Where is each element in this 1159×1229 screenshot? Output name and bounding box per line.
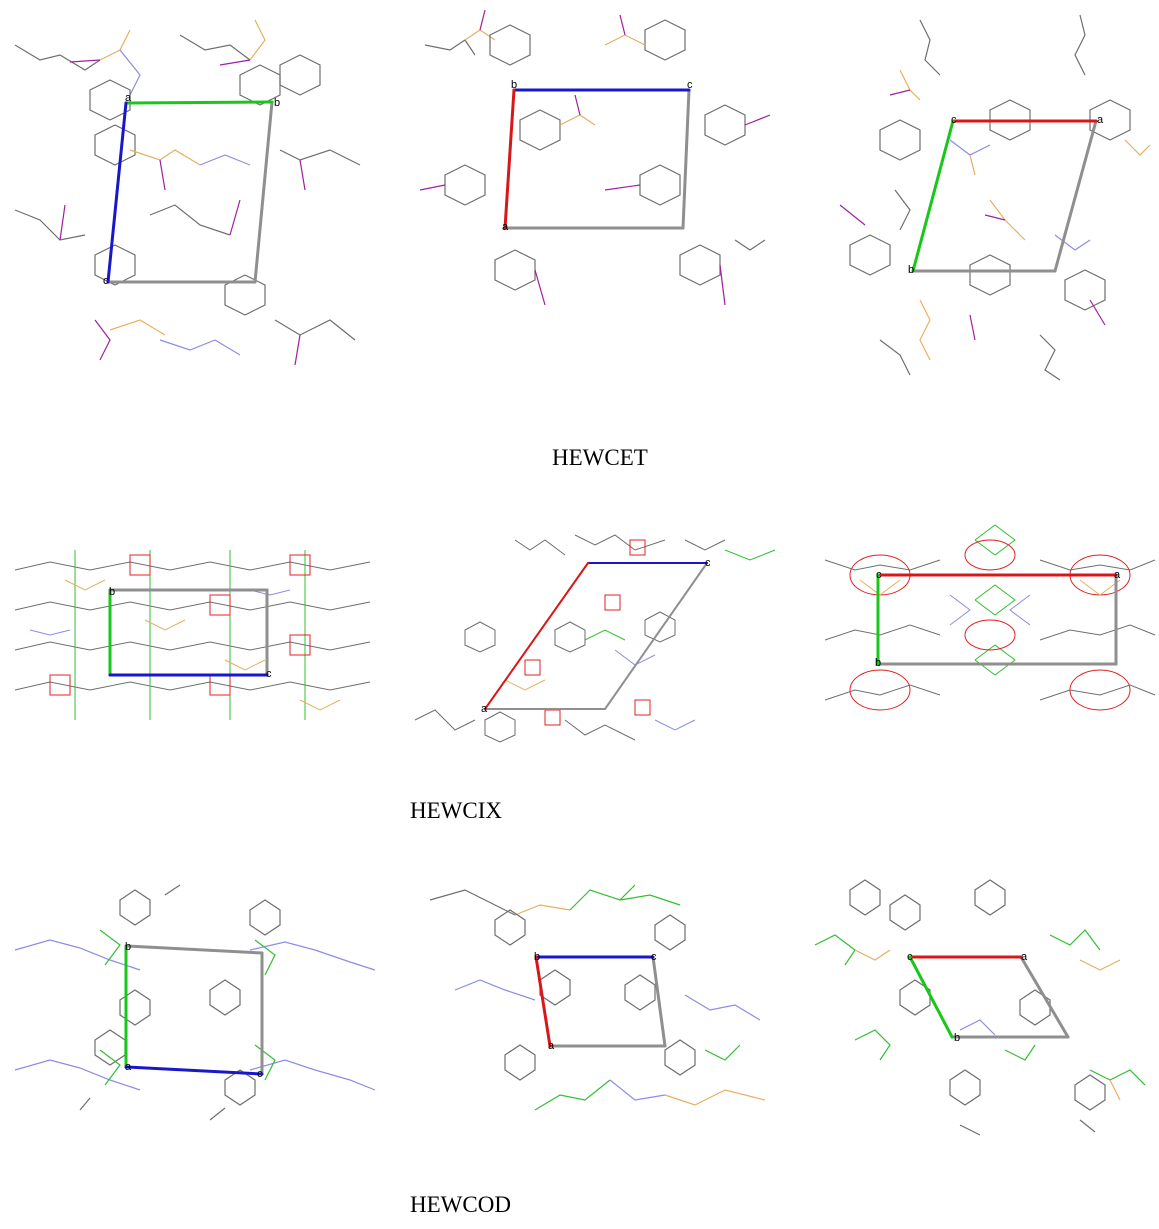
hewcet-view-1: a b c [0,0,380,390]
axis-label-end1: a [1097,114,1104,126]
axis-label-origin: b [511,79,517,91]
unit-cell [106,100,274,284]
hewcet-view-2: b c a [405,0,775,330]
crystal-packing-diagram: b c a [419,9,771,306]
structure-caption-hewcix: HEWCIX [410,798,502,823]
hewcod-view-1: b a c [10,870,380,1130]
molecular-fragments [814,879,1146,1136]
structure-caption-hewcod: HEWCOD [410,1192,511,1217]
crystal-packing-diagram: b c [14,550,371,720]
molecular-fragments [14,884,376,1121]
unit-cell [124,944,264,1076]
crystal-packing-diagram: c a [414,534,776,743]
axis-label-origin: b [109,586,115,598]
hewcet-view-3: c a b [820,0,1159,390]
molecular-fragments [839,14,1151,381]
axis-label-end2: a [548,1040,555,1052]
hewcod-view-3: c a b [810,870,1159,1150]
axis-label-origin: c [705,557,711,569]
molecular-fragments [414,534,776,743]
crystal-packing-diagram: c a b [824,524,1156,711]
unit-cell [911,119,1098,273]
axis-label-end2: b [875,657,881,669]
axis-label-origin: c [951,114,957,126]
unit-cell [534,955,667,1048]
hewcix-view-2: c a [405,520,785,760]
unit-cell [484,562,708,710]
axis-label-end2: c [257,1068,263,1080]
axis-label-end2: b [908,264,914,276]
crystal-packing-diagram: c a b [839,14,1151,381]
axis-label-origin: b [125,941,131,953]
crystal-packing-diagram: b c a [429,884,766,1111]
hewcod-view-2: b c a [425,860,785,1120]
unit-cell [503,88,691,230]
hewcix-view-1: b c [10,540,380,730]
crystal-packing-diagram: c a b [814,879,1146,1136]
axis-label-end1: a [125,1061,132,1073]
axis-label-end1: a [1021,951,1028,963]
axis-label-end2: c [103,275,109,287]
molecular-fragments [419,9,771,306]
molecular-fragments [429,884,766,1111]
axis-label-origin: b [534,951,540,963]
axis-label-end1: c [266,668,272,680]
hewcix-view-3: c a b [820,520,1159,720]
axis-label-end1: a [1114,569,1121,581]
axis-label-end1: a [481,703,488,715]
crystal-packing-diagram: b a c [14,884,376,1121]
axis-label-origin: c [907,951,913,963]
molecular-fragments [14,550,371,720]
unit-cell [876,573,1118,666]
structure-caption-hewcet: HEWCET [552,445,648,470]
axis-label-end2: b [954,1032,960,1044]
molecular-fragments [824,524,1156,711]
axis-label-end2: a [502,221,509,233]
unit-cell [908,955,1070,1039]
molecular-fragments [14,19,361,366]
crystal-packing-diagram: a b c [14,19,361,366]
axis-label-end1: b [274,97,280,109]
axis-label-end1: c [687,79,693,91]
axis-label-end1: c [651,951,657,963]
axis-label-origin: a [125,92,132,104]
axis-label-origin: c [876,569,882,581]
unit-cell [108,588,269,677]
